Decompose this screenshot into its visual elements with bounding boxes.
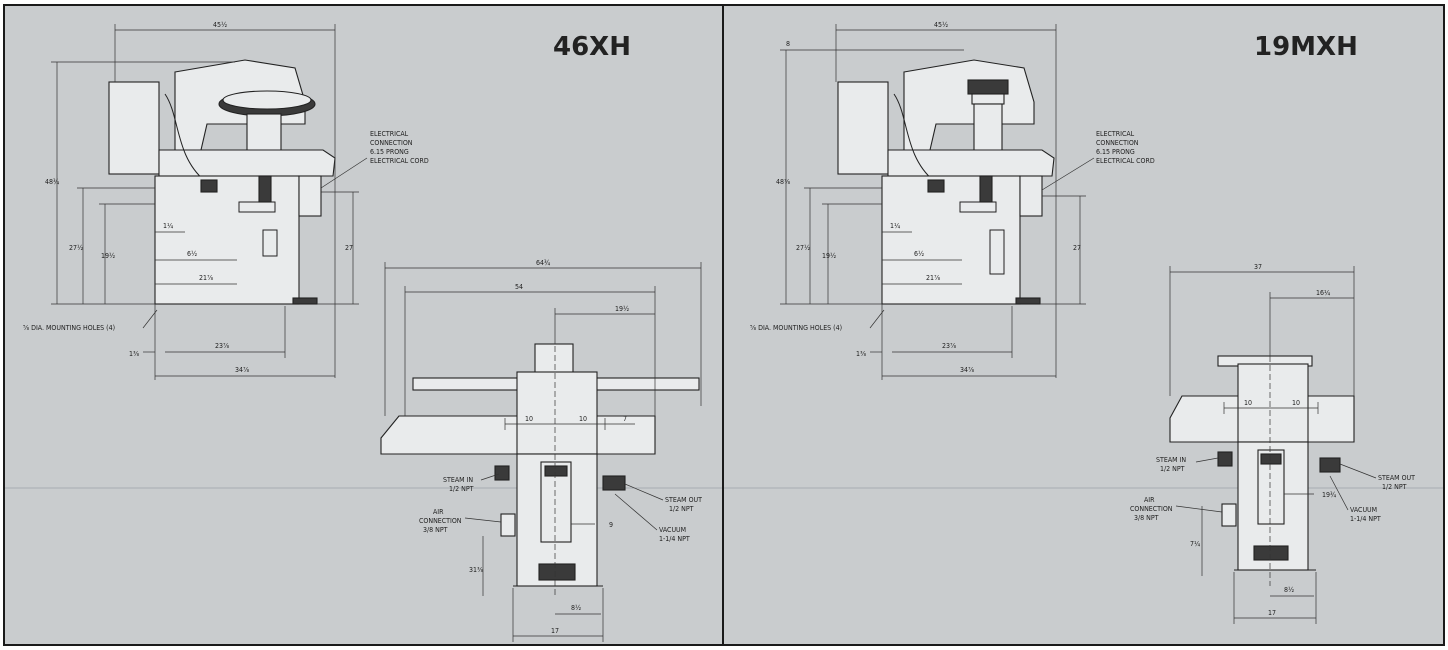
dim-base-2: 23⅞ [215,342,229,350]
dim-height-a: 27½ [796,244,810,252]
dim-base-width: 17 [551,627,559,635]
callout-electrical-4: ELECTRICAL CORD [1096,157,1155,165]
dimension-drawing-46xh: 45½ 48¾ 27½ 19½ 27 [5,21,722,642]
steam-out-2: 1/2 NPT [669,505,694,513]
dim-small-right: 7 [623,415,627,423]
callout-electrical-3: 6.15 PRONG [1096,148,1135,156]
callout-mounting: ⅝ DIA. MOUNTING HOLES (4) [750,324,842,332]
dim-base-1: 1⅜ [129,350,139,358]
dim-height-side: 7¼ [1190,540,1200,548]
steam-in-2: 1/2 NPT [449,485,474,493]
dim-left-10: 10 [525,415,533,423]
front-view-dimensions: 37 16¼ 10 10 STEAM IN 1/2 NPT STEAM OUT … [1130,263,1415,624]
dim-inner-right: 19¾ [1322,491,1336,499]
dim-base-2: 23⅞ [942,342,956,350]
dim-height-side: 31⅜ [469,566,483,574]
dim-right-10: 10 [579,415,587,423]
steam-out-2: 1/2 NPT [1382,483,1407,491]
callout-electrical-2: CONNECTION [1096,139,1139,147]
dim-top-left: 8 [786,40,790,48]
side-view-dimensions: 45½ 8 48⅞ 27½ 19½ 27 1¼ 6½ [750,21,1155,380]
dim-offset-top: 19½ [615,305,629,313]
panel-19mxh: 19MXH [722,4,1445,646]
dimension-drawing-19mxh: 45½ 8 48⅞ 27½ 19½ 27 1¼ 6½ [724,21,1443,624]
steam-in-1: STEAM IN [1156,456,1186,464]
vacuum-1: VACUUM [1350,506,1377,514]
vacuum-2: 1-1/4 NPT [659,535,690,543]
callout-electrical-1: ELECTRICAL [1096,130,1135,138]
dim-2: 6½ [914,250,924,258]
air-3: 3/8 NPT [1134,514,1159,522]
model-title: 19MXH [1254,32,1358,62]
vacuum-2: 1-1/4 NPT [1350,515,1381,523]
callout-electrical-3: 6.15 PRONG [370,148,409,156]
dim-height-b: 19½ [101,252,115,260]
air-2: CONNECTION [419,517,462,525]
side-view-dimensions: 45½ 48¾ 27½ 19½ 27 [23,21,429,380]
dim-inner-9: 9 [609,521,613,529]
dim-base-small: 8½ [1284,586,1294,594]
dim-right-height: 27 [345,244,353,252]
steam-out-1: STEAM OUT [665,496,702,504]
steam-in-1: STEAM IN [443,476,473,484]
dim-height-a: 27½ [69,244,83,252]
dim-right-10: 10 [1292,399,1300,407]
dim-base-3: 34⅞ [960,366,974,374]
side-view-machine [837,59,1055,305]
air-2: CONNECTION [1130,505,1173,513]
model-title: 46XH [553,32,631,62]
dim-3: 21⅞ [926,274,940,282]
dim-top-width: 45½ [213,21,227,29]
dim-overall-width: 64¾ [536,259,550,267]
callout-electrical-4: ELECTRICAL CORD [370,157,429,165]
dim-left-10: 10 [1244,399,1252,407]
dim-base-width: 17 [1268,609,1276,617]
dim-1: 1¼ [163,222,173,230]
dim-base-3: 34⅞ [235,366,249,374]
dim-3: 21⅞ [199,274,213,282]
dim-overall-height: 48⅞ [776,178,790,186]
dim-base-1: 1⅜ [856,350,866,358]
air-3: 3/8 NPT [423,526,448,534]
steam-in-2: 1/2 NPT [1160,465,1185,473]
callout-electrical-1: ELECTRICAL [370,130,409,138]
dim-top-width: 45½ [934,21,948,29]
dim-overall-height: 48¾ [45,178,59,186]
vacuum-1: VACUUM [659,526,686,534]
front-view-machine [380,343,700,587]
dim-right-height: 27 [1073,244,1081,252]
dim-overall-width: 37 [1254,263,1262,271]
dim-height-b: 19½ [822,252,836,260]
dim-width-b: 54 [515,283,523,291]
steam-out-1: STEAM OUT [1378,474,1415,482]
panel-46xh: 46XH [3,4,724,646]
air-1: AIR [1144,496,1155,504]
side-view-machine [108,59,336,305]
front-view-dimensions: 64¾ 54 19½ 10 10 7 STEAM IN 1/2 NPT [384,259,702,642]
dim-offset-top: 16¼ [1316,289,1330,297]
callout-electrical-2: CONNECTION [370,139,413,147]
callout-mounting: ⅝ DIA. MOUNTING HOLES (4) [23,324,115,332]
dim-1: 1¼ [890,222,900,230]
front-view-machine [1169,355,1355,571]
dim-2: 6½ [187,250,197,258]
air-1: AIR [433,508,444,516]
dim-base-small: 8½ [571,604,581,612]
